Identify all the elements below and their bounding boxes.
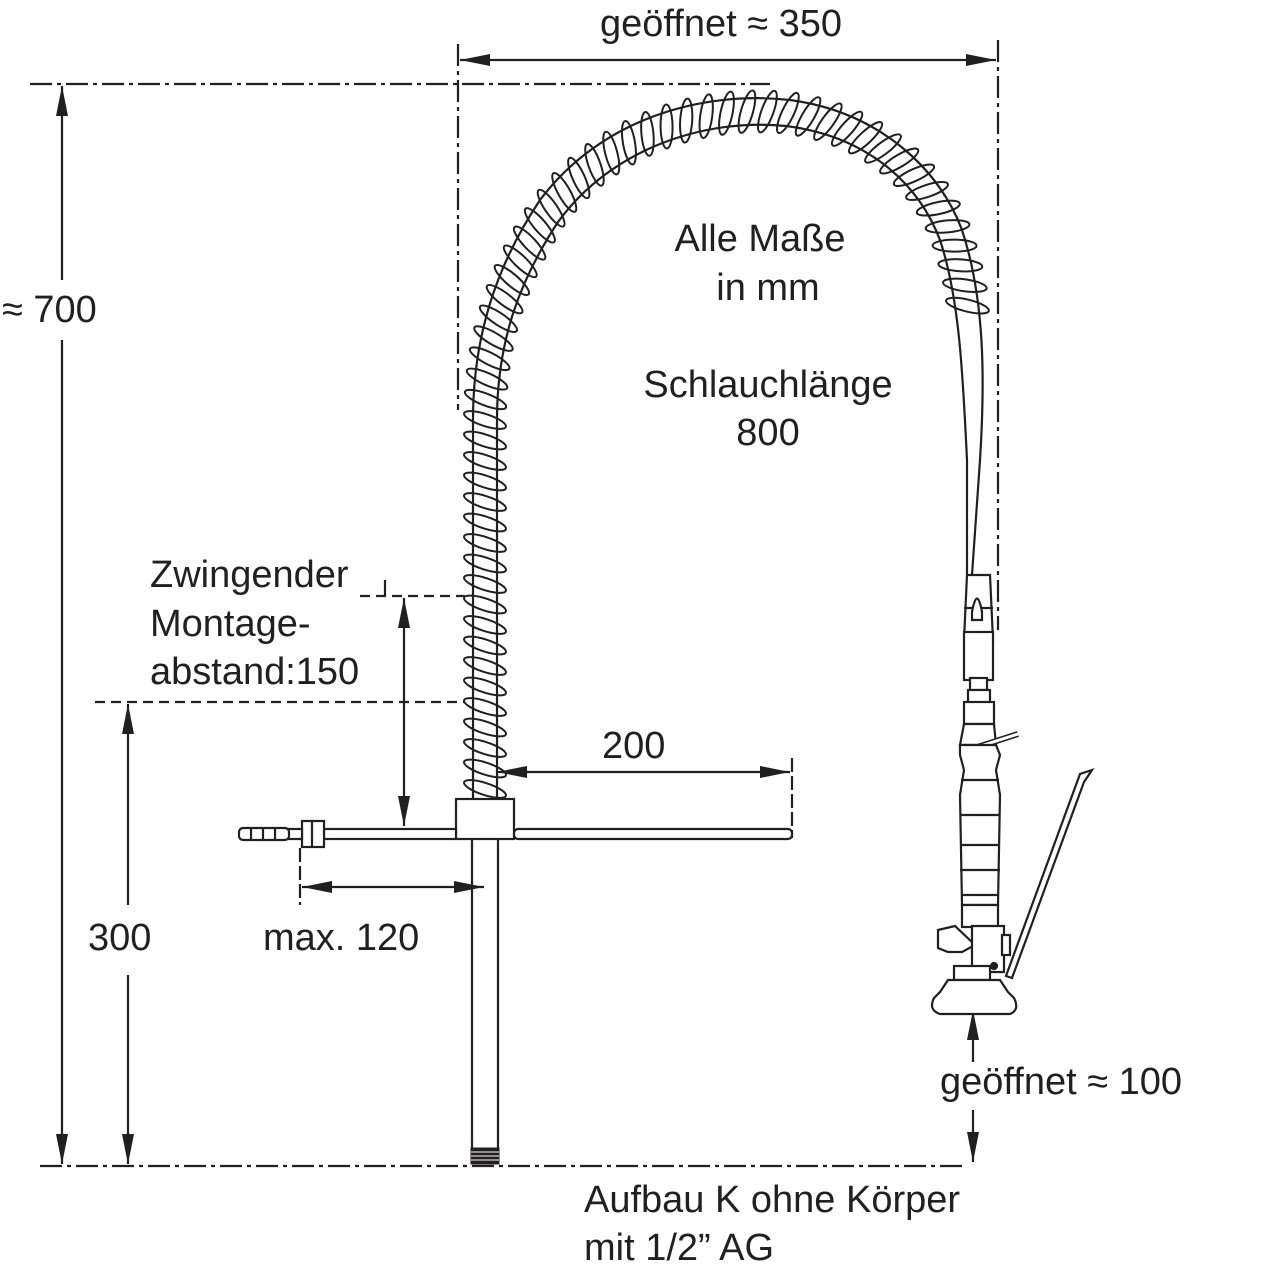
footer-line2: mit 1/2” AG <box>584 1227 775 1269</box>
mount-distance-line1: Zwingender <box>150 554 349 596</box>
spring-coil <box>698 93 714 140</box>
spring-coil <box>462 430 508 451</box>
spring-coil <box>462 758 508 779</box>
spring-coil <box>478 304 519 333</box>
spring-coil <box>931 238 978 253</box>
spring-coil <box>462 471 508 492</box>
dimension-lines <box>56 54 996 1164</box>
spring-coil <box>462 615 508 635</box>
height-300-label: 300 <box>88 917 152 959</box>
spring-coil <box>485 284 524 315</box>
hose-length-label: Schlauchlänge <box>643 364 893 406</box>
spring-coil <box>468 346 511 372</box>
spring-coil <box>794 96 822 137</box>
spring-coil <box>567 156 591 200</box>
spring-coil <box>512 225 547 261</box>
spring-coil <box>465 367 509 391</box>
spring-coil <box>905 181 949 201</box>
spring-coil <box>945 296 990 315</box>
spring-coil <box>473 325 514 352</box>
spring-coil <box>462 717 508 738</box>
spring-coil <box>830 110 864 147</box>
spring-coil <box>523 207 556 244</box>
spring-coil <box>462 533 508 553</box>
spring-coil <box>640 110 655 157</box>
spray-head <box>930 573 1095 1016</box>
spring-coil <box>718 90 735 136</box>
spring-coil <box>924 219 971 234</box>
spring-coil <box>941 277 988 293</box>
mount-distance-line2: Montage- <box>150 603 311 645</box>
spring-coil <box>462 553 508 574</box>
spring-coil <box>462 697 508 717</box>
spring-coil <box>462 512 508 533</box>
units-note-line1: Alle Maße <box>674 218 846 260</box>
spring-coil <box>462 451 508 471</box>
spring-coil <box>462 779 508 799</box>
spring-coil <box>757 89 778 134</box>
spring-coil <box>462 676 508 697</box>
mount-distance-line3: abstand:150 <box>150 651 360 693</box>
spring-coil <box>737 89 757 134</box>
spring-coil <box>462 656 508 676</box>
spring-coil <box>462 594 508 615</box>
mount-block <box>237 797 794 849</box>
spring-coil <box>915 199 961 217</box>
spring-coil <box>493 263 531 297</box>
spring-coil <box>463 388 508 411</box>
spring-coil <box>502 244 538 279</box>
spring-coil <box>462 574 508 594</box>
total-height-label: ≈ 700 <box>2 289 97 331</box>
riser-pipe <box>470 838 500 1165</box>
spring-coil <box>659 103 674 150</box>
spring-coil <box>847 121 884 155</box>
spring-coil <box>462 738 508 758</box>
spring-coil <box>602 130 621 176</box>
spring-coil <box>463 410 507 430</box>
footer-line1: Aufbau K ohne Körper <box>584 1179 961 1221</box>
max-120-label: max. 120 <box>263 917 420 959</box>
width-open-label: geöffnet ≈ 350 <box>600 3 843 45</box>
spring-coil <box>776 91 800 135</box>
spring-coil <box>879 147 920 175</box>
spring-coil <box>462 635 508 656</box>
spring-coil <box>620 120 637 166</box>
units-note-line2: in mm <box>716 267 820 309</box>
spring-coil <box>679 97 694 144</box>
hose-length-value: 800 <box>736 412 800 454</box>
spring-coil <box>937 258 984 273</box>
spring-coil <box>864 133 902 164</box>
spring-coil <box>462 492 508 512</box>
spout-length-label: 200 <box>602 725 666 767</box>
spring-coil <box>813 102 843 141</box>
spring-coils <box>462 89 990 799</box>
spring-coil <box>584 142 605 187</box>
spring-coil <box>892 163 936 187</box>
open-100-label: geöffnet ≈ 100 <box>940 1061 1183 1103</box>
spring-coil <box>551 172 578 213</box>
spring-coil <box>536 188 566 228</box>
